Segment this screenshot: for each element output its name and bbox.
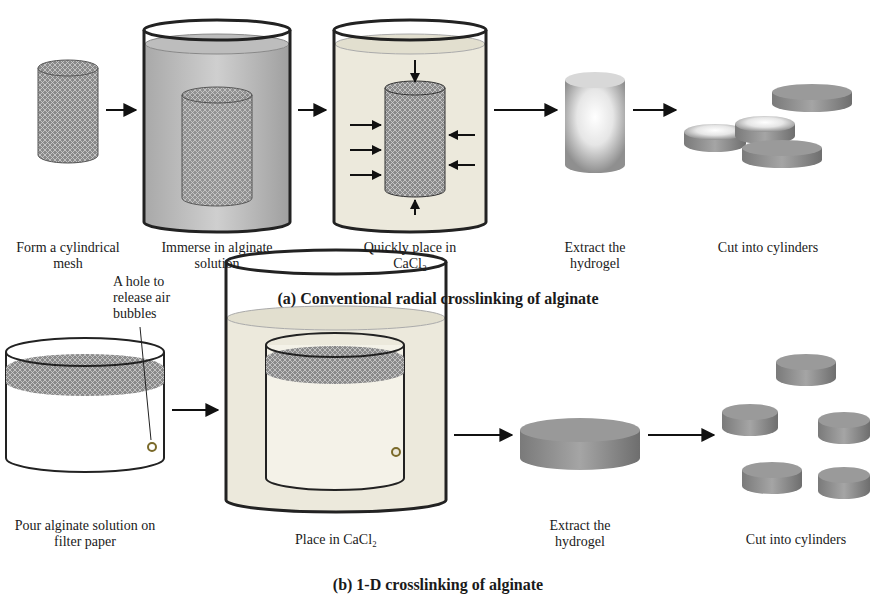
step-caption: Form a cylindrical mesh [7,240,129,272]
step-caption: Cut into cylinders [721,532,871,548]
panel-title: (a) Conventional radial crosslinking of … [277,290,598,308]
callout-label: A hole to release air bubbles [113,274,185,322]
step-caption: Cut into cylinders [688,240,848,256]
step-caption: Extract the hydrogel [555,240,635,272]
flow-arrow [106,109,136,111]
flow-arrow [454,434,512,436]
process-step: Cut into cylinders [682,82,854,170]
step-caption: Place in CaCl₂ [271,532,401,548]
process-step: Extract the hydrogel [563,70,627,176]
flow-arrow [298,109,326,111]
panel-title: (b) 1-D crosslinking of alginate [333,576,543,594]
leader-line [140,327,151,440]
step-caption: Quickly place in CaCl₂ [356,240,464,272]
flow-arrow [633,109,676,111]
mesh-cylinder [38,60,98,163]
flat-hydrogel [520,418,640,470]
process-step: Cut into cylinders [720,352,872,498]
filter-dish [6,338,164,472]
process-step: Pour alginate solution on filter paper [4,336,166,476]
flow-arrow [172,409,218,411]
process-step: Form a cylindrical mesh [36,58,100,166]
flow-arrow [494,109,557,111]
cut-discs [684,84,852,168]
alginate-beaker [144,20,290,232]
process-step: Quickly place in CaCl₂ [332,18,488,234]
cacl2-beaker [226,250,446,512]
step-caption: Pour alginate solution on filter paper [0,518,170,550]
process-step: Place in CaCl₂ [224,248,448,514]
step-caption: Immerse in alginate solution [161,240,273,272]
step-caption: Extract the hydrogel [540,518,620,550]
process-step: Extract the hydrogel [518,416,642,472]
flow-arrow [648,434,714,436]
process-step: Immerse in alginate solution [142,18,292,234]
cacl2-beaker [334,20,486,232]
cut-discs [722,354,870,499]
hydrogel-cylinder [565,72,625,173]
